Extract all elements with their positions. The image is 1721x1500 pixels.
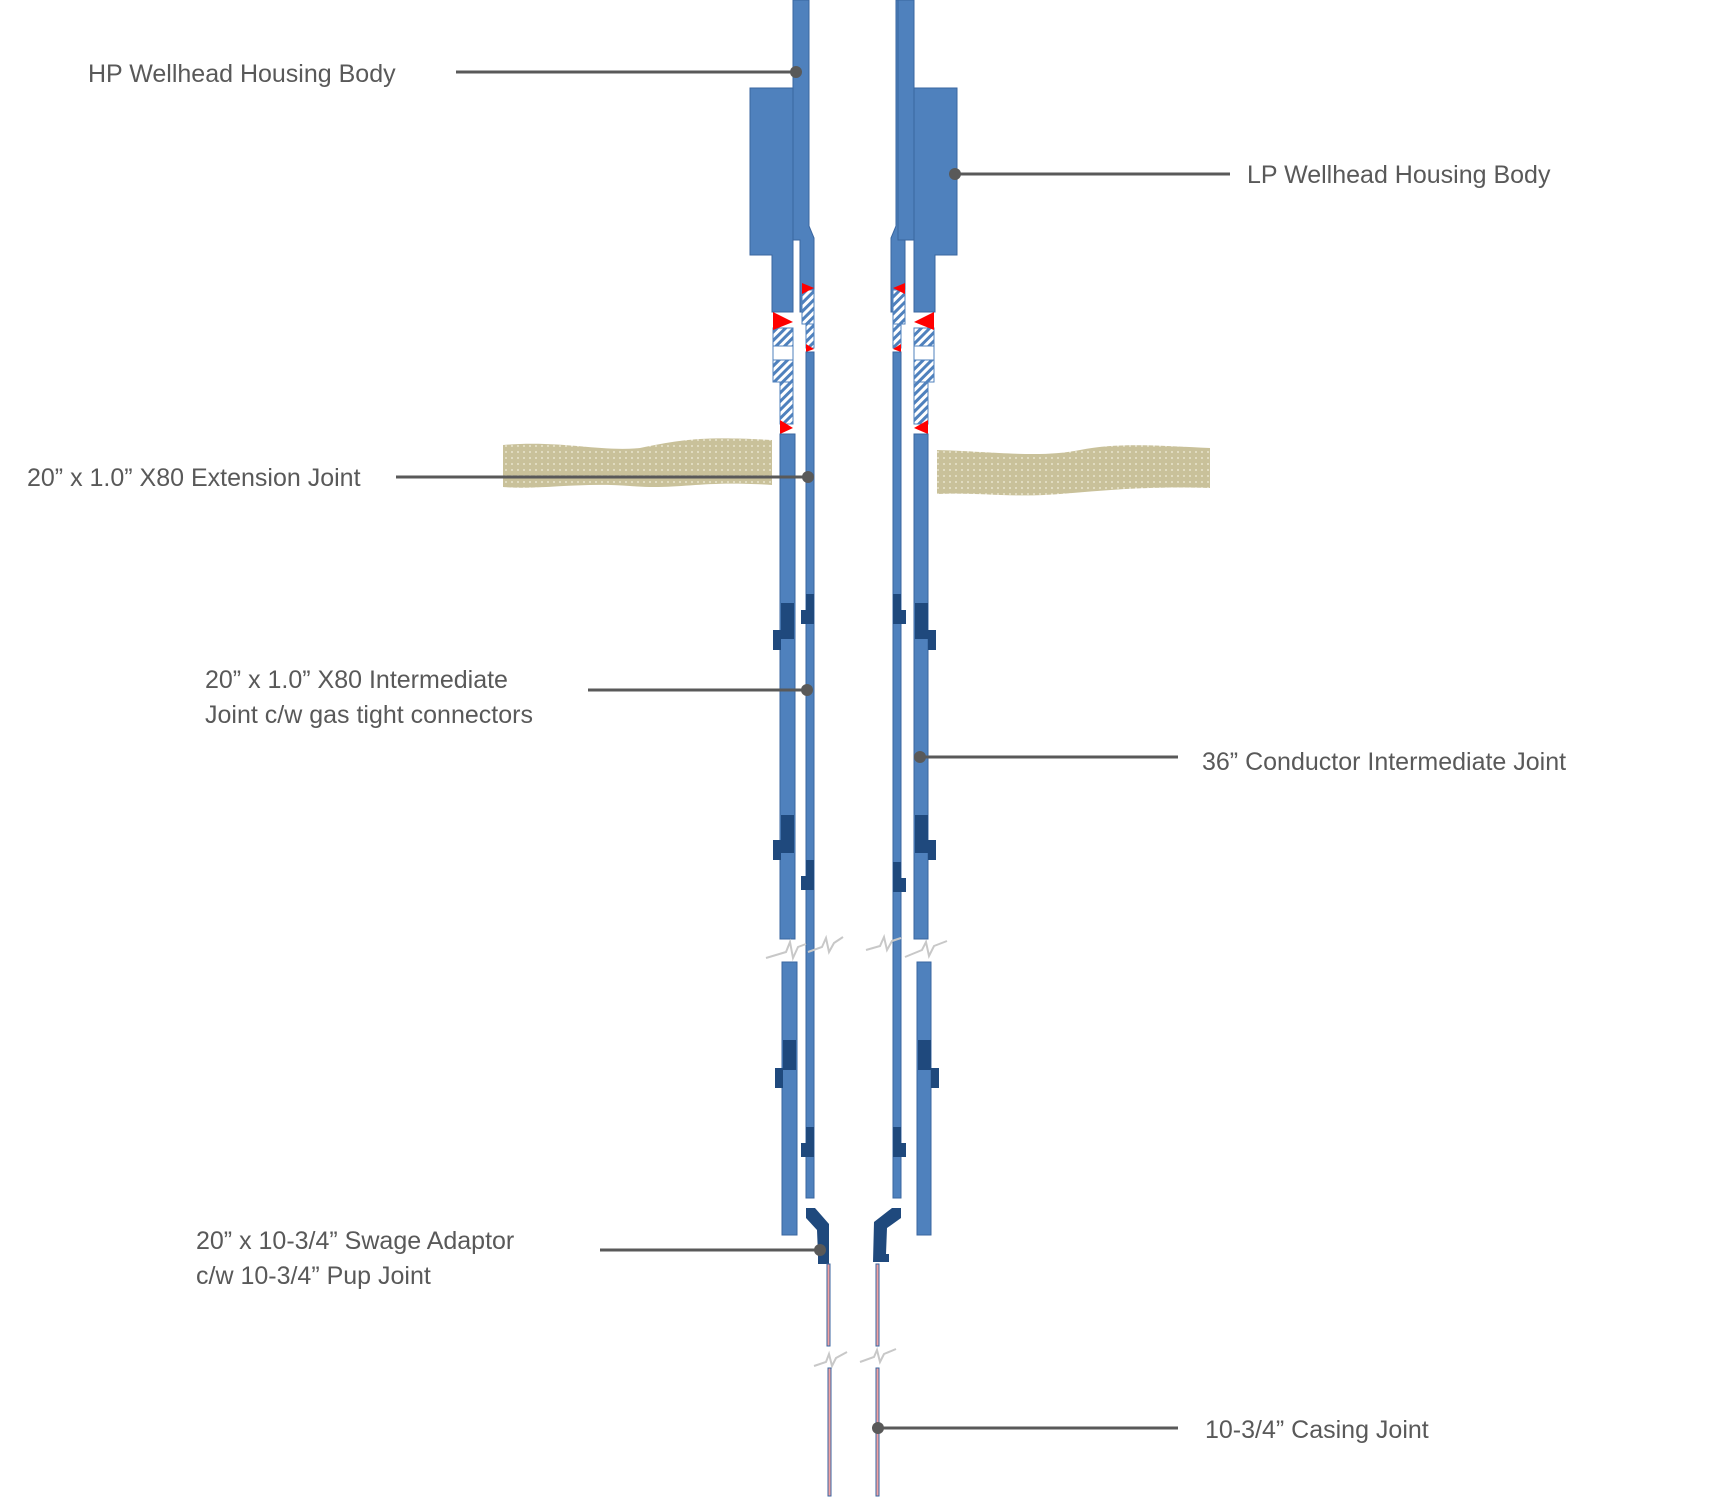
seabed-soil-right [937, 445, 1210, 496]
intermediate-joint-dot [801, 684, 813, 696]
seabed-soil-left [503, 438, 772, 488]
extension-joint-20in [805, 351, 902, 1199]
label-hp-housing: HP Wellhead Housing Body [88, 60, 396, 88]
lp-housing-dot [949, 168, 961, 180]
extension-joint-dot [802, 471, 814, 483]
casing-joint-dot [872, 1422, 884, 1434]
swage-dot [814, 1244, 826, 1256]
conductor-36in [779, 433, 932, 1236]
casing-10-3-4in [826, 1263, 880, 1497]
label-swage-2: c/w 10-3/4” Pup Joint [196, 1262, 431, 1290]
label-extension-joint: 20” x 1.0” X80 Extension Joint [27, 464, 361, 492]
label-swage-1: 20” x 10-3/4” Swage Adaptor [196, 1227, 514, 1255]
hp-wellhead-housing [792, 0, 915, 313]
label-conductor-joint: 36” Conductor Intermediate Joint [1202, 748, 1566, 776]
lp-wellhead-housing [749, 87, 958, 313]
label-intermediate-joint-1: 20” x 1.0” X80 Intermediate [205, 666, 508, 694]
connectors [773, 594, 939, 1157]
seal-assemblies [772, 283, 935, 434]
label-intermediate-joint-2: Joint c/w gas tight connectors [205, 701, 533, 729]
label-lp-housing: LP Wellhead Housing Body [1247, 161, 1551, 189]
label-casing-joint: 10-3/4” Casing Joint [1205, 1416, 1429, 1444]
hp-housing-dot [790, 66, 802, 78]
conductor-joint-dot [914, 751, 926, 763]
break-symbols [765, 933, 948, 1369]
